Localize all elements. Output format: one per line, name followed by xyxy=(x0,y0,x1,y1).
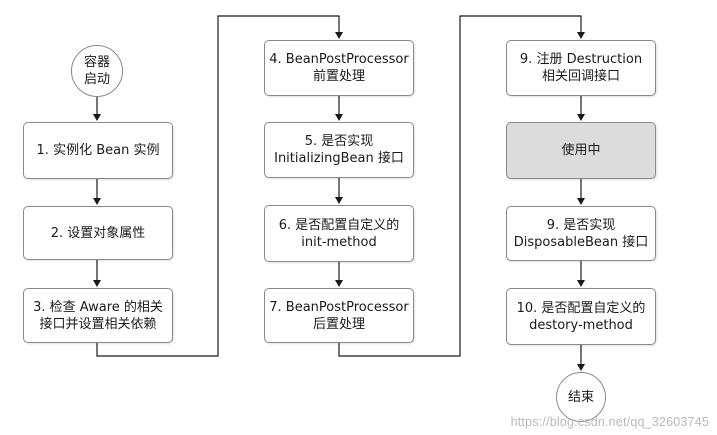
start-label-line-2: 启动 xyxy=(83,72,110,87)
step-1-instantiate-bean: 1. 实例化 Bean 实例 xyxy=(23,122,173,179)
step-9-disposable-bean: 9. 是否实现 DisposableBean 接口 xyxy=(506,206,656,261)
node-label: 使用中 xyxy=(561,143,601,158)
connector-step-7-to-step-9 xyxy=(338,15,585,357)
step-2-set-properties: 2. 设置对象属性 xyxy=(23,206,173,260)
node-label: 1. 实例化 Bean 实例 xyxy=(36,143,160,158)
end-label: 结束 xyxy=(567,389,594,405)
node-label-line-1: 9. 是否实现 xyxy=(546,217,616,233)
in-use-node: 使用中 xyxy=(506,122,656,179)
node-label-line-1: 5. 是否实现 xyxy=(304,134,374,149)
step-9-register-destruction: 9. 注册 Destruction 相关回调接口 xyxy=(506,40,656,96)
node-label-line-1: 7. BeanPostProcessor xyxy=(269,299,409,315)
watermark-url: https://blog.csdn.net/qq_32603745 xyxy=(510,415,709,429)
node-label-line-1: 9. 注册 Destruction xyxy=(519,52,643,67)
step-3-check-aware: 3. 检查 Aware 的相关 接口并设置相关依赖 xyxy=(23,288,173,343)
step-5-initializing-bean: 5. 是否实现 InitializingBean 接口 xyxy=(264,122,414,178)
start-node: 容器 启动 xyxy=(71,45,123,97)
connector-step-3-to-step-4 xyxy=(96,15,343,357)
node-label-line-1: 4. BeanPostProcessor xyxy=(269,52,409,67)
step-7-bpp-after: 7. BeanPostProcessor 后置处理 xyxy=(264,288,414,343)
node-label-line-2: init-method xyxy=(301,234,377,250)
node-label-line-2: destory-method xyxy=(529,317,633,333)
step-6-init-method: 6. 是否配置自定义的 init-method xyxy=(264,205,414,262)
node-label-line-1: 10. 是否配置自定义的 xyxy=(516,300,646,316)
node-label-line-2: 相关回调接口 xyxy=(541,69,620,84)
step-10-destroy-method: 10. 是否配置自定义的 destory-method xyxy=(506,288,656,345)
end-node: 结束 xyxy=(556,372,606,422)
node-label-line-1: 6. 是否配置自定义的 xyxy=(278,217,400,233)
node-label-line-2: InitializingBean 接口 xyxy=(274,151,404,166)
start-label-line-1: 容器 xyxy=(83,55,110,70)
node-label-line-1: 3. 检查 Aware 的相关 xyxy=(33,299,163,315)
node-label: 2. 设置对象属性 xyxy=(50,225,146,241)
step-4-bpp-before: 4. BeanPostProcessor 前置处理 xyxy=(264,40,414,96)
node-label-line-2: 前置处理 xyxy=(312,69,365,84)
node-label-line-2: 后置处理 xyxy=(312,316,365,332)
node-label-line-2: DisposableBean 接口 xyxy=(513,234,649,250)
node-label-line-2: 接口并设置相关依赖 xyxy=(39,316,157,332)
